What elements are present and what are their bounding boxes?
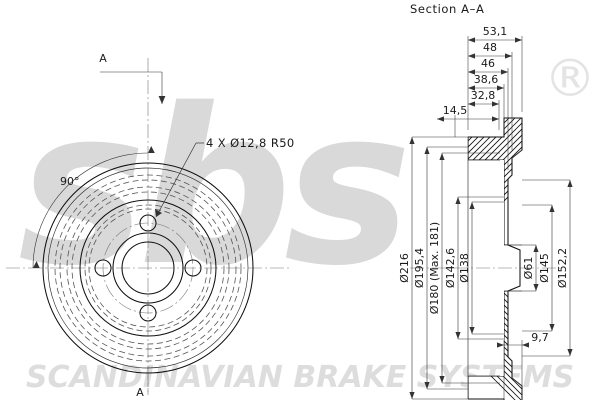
bolt-hole-right — [184, 259, 202, 277]
hole-note-leader — [155, 142, 197, 218]
hidden-circle-1 — [54, 174, 242, 362]
hidden-circle-3 — [66, 186, 230, 350]
section-view-drum: 53,1 48 46 38,6 — [398, 25, 573, 400]
section-title: Section A–A — [410, 2, 484, 16]
bolt-hole-bottom — [139, 304, 157, 322]
dim-label-d195-4: Ø195,4 — [413, 248, 426, 288]
dim-d216: Ø216 — [398, 136, 468, 400]
drum-mid-circle — [79, 199, 217, 337]
dim-d142-6: Ø142,6 — [444, 196, 504, 340]
hidden-circle-5 — [84, 204, 212, 332]
section-arrowhead-top — [158, 96, 166, 104]
bolt-hole-top — [139, 214, 157, 232]
horizontal-dimension-stack: 53,1 48 46 38,6 — [437, 25, 523, 170]
dim-label-d138: Ø138 — [458, 253, 471, 283]
angle-label: 90° — [60, 175, 80, 188]
dim-d61: Ø61 — [522, 244, 539, 292]
dim-d145: Ø145 — [522, 204, 555, 332]
dim-9-7: 9,7 — [497, 331, 549, 400]
angle-arrow-end — [148, 146, 155, 153]
drum-outer-inner-circle — [47, 167, 249, 369]
dim-label-53-1: 53,1 — [483, 25, 508, 38]
hub-outer-circle — [112, 232, 184, 304]
dim-d180: Ø180 (Max. 181) — [428, 152, 500, 384]
section-marker-top: A — [99, 52, 107, 65]
dim-label-48: 48 — [483, 41, 497, 54]
dim-46: 46 — [468, 57, 508, 75]
dim-32-8: 32,8 — [468, 89, 499, 107]
hidden-circle-4 — [71, 191, 225, 345]
dim-d195-4: Ø195,4 — [413, 146, 468, 390]
hidden-circle-6 — [88, 208, 208, 328]
dim-label-9-7: 9,7 — [531, 331, 549, 344]
hole-note-arrow — [155, 209, 162, 217]
angle-arc — [32, 152, 149, 269]
dim-label-32-8: 32,8 — [471, 89, 496, 102]
dim-14-5: 14,5 — [437, 104, 499, 122]
dim-label-d145: Ø145 — [538, 253, 551, 283]
angle-arrow-start — [33, 261, 40, 268]
hidden-circle-2 — [59, 179, 237, 357]
dim-d152-2: Ø152,2 — [522, 179, 573, 357]
section-marker-bottom: A — [136, 386, 144, 399]
dim-label-14-5: 14,5 — [443, 104, 468, 117]
dim-d138: Ø138 — [458, 201, 504, 335]
dim-48: 48 — [468, 41, 512, 59]
dim-label-d180: Ø180 (Max. 181) — [428, 222, 441, 314]
dim-label-38-6: 38,6 — [474, 73, 499, 86]
dim-label-d216: Ø216 — [398, 253, 411, 283]
hole-note: 4 X Ø12,8 R50 — [206, 136, 295, 150]
left-diameter-stack: Ø216 Ø195,4 Ø180 — [398, 136, 504, 400]
right-diameter-stack: Ø61 Ø145 Ø152,2 — [522, 179, 573, 357]
bolt-hole-left — [94, 259, 112, 277]
bolt-circle — [102, 222, 194, 314]
dim-38-6: 38,6 — [468, 73, 504, 91]
dim-label-d61: Ø61 — [522, 257, 535, 280]
dim-label-d142-6: Ø142,6 — [444, 248, 457, 288]
dim-label-46: 46 — [481, 57, 495, 70]
dim-label-d152-2: Ø152,2 — [556, 248, 569, 288]
hub-bore-circle — [121, 241, 175, 295]
front-view-drum: 90° 4 X Ø12,8 R50 A A — [6, 52, 295, 399]
dim-53-1: 53,1 — [468, 25, 522, 43]
